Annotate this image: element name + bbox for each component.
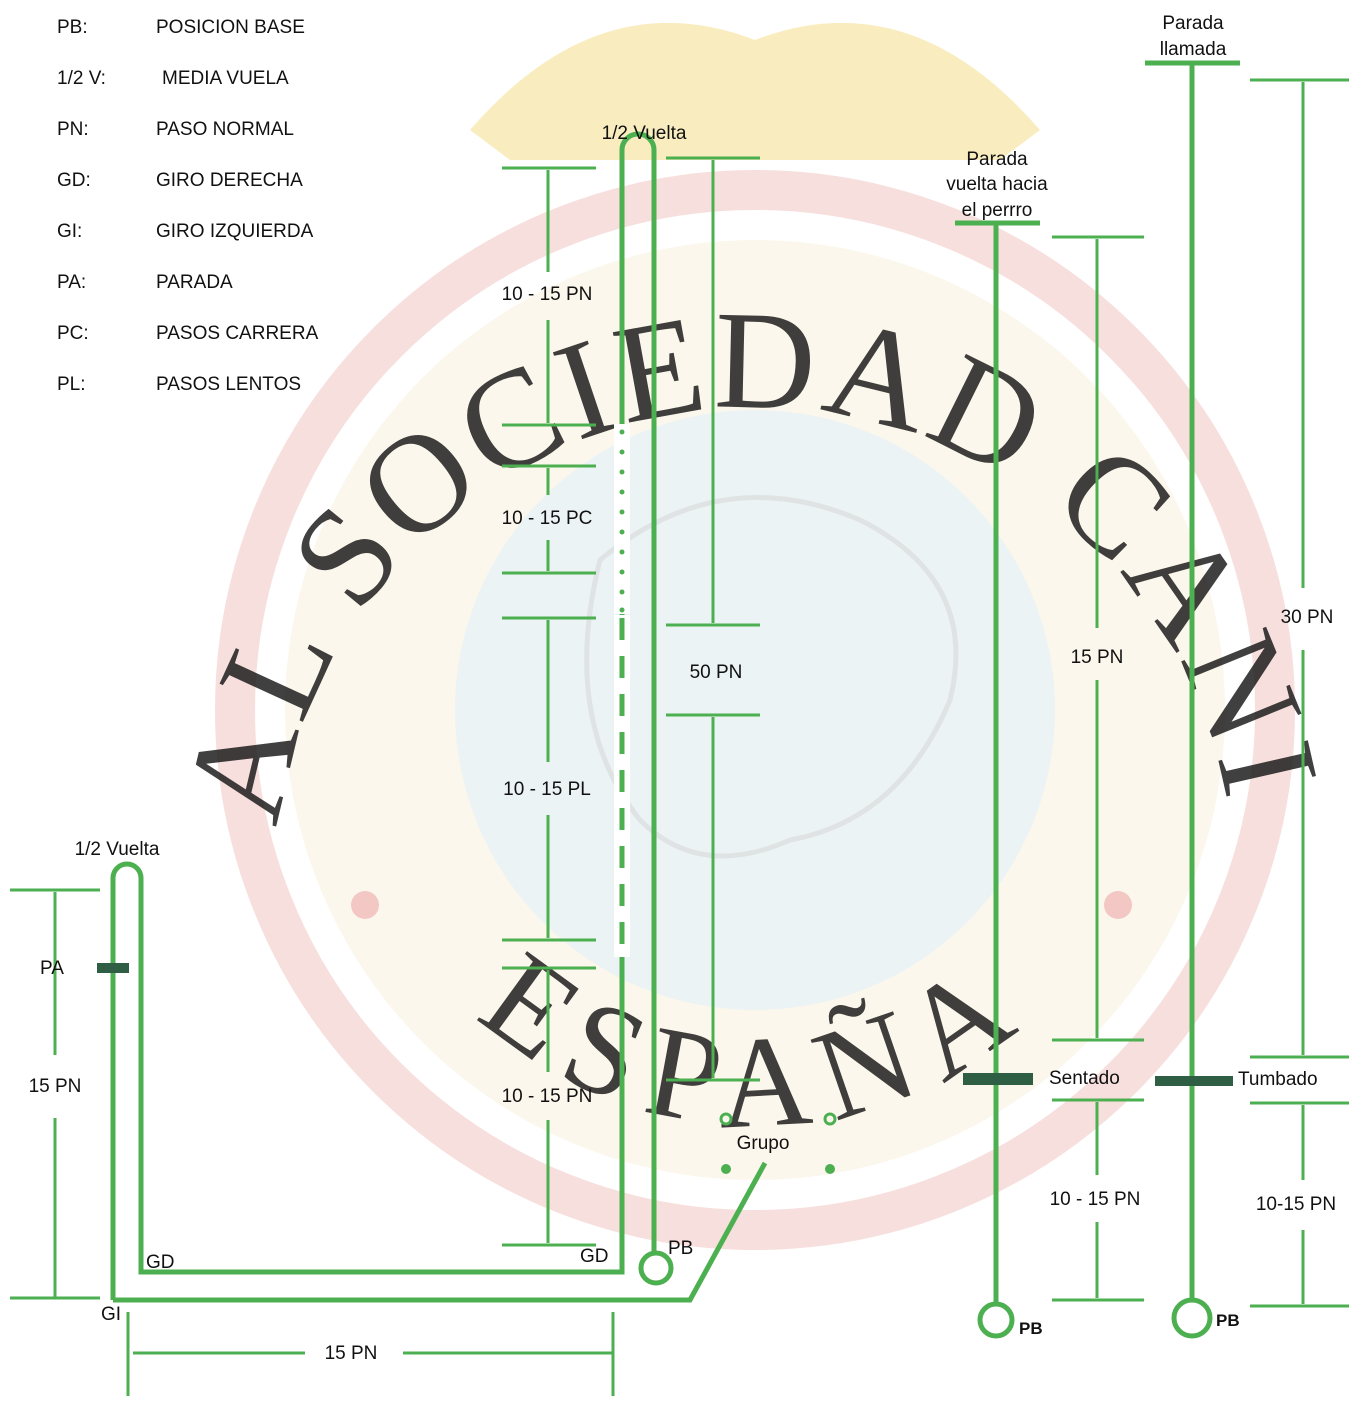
stop-turn-label-line3: el perrro [962,200,1033,221]
left-path-line [110,150,625,1300]
legend-code: PL: [57,374,86,395]
seg-pl-label: 10 - 15 PL [503,779,591,800]
stop-turn-label-line1: Parada [966,149,1028,170]
outer-path-line [113,1161,768,1303]
pace-patterns [614,424,630,957]
sit-exercise [955,220,1144,1339]
legend-code: GD: [57,170,91,191]
legend-meaning: PASOS CARRERA [156,323,319,344]
seg-pn-bottom-label: 10 - 15 PN [502,1086,593,1107]
group-dot-icon [823,1112,837,1126]
seg-pn-top-label: 10 - 15 PN [502,284,593,305]
pc-section-mask [614,424,630,614]
pb-center-label: PB [668,1238,693,1259]
pb-down-label: PB [1216,1311,1240,1330]
pb-center-circle-icon [638,1250,674,1286]
group-dot-icon [721,1164,731,1174]
legend: PB: POSICION BASE 1/2 V: MEDIA VUELA PN: PASO… [57,17,319,395]
group-dot-icon [719,1112,733,1126]
pb-down-circle-icon [1171,1297,1213,1339]
sit-marker [963,1073,1033,1085]
half-turn-left-label: 1/2 Vuelta [75,839,160,860]
pc-dots [619,429,625,613]
legend-meaning: PASOS LENTOS [156,374,301,395]
stop-marker [97,963,129,973]
legend-meaning: GIRO DERECHA [156,170,303,191]
down-marker [1155,1076,1233,1086]
legend-meaning: PARADA [156,272,233,293]
legend-meaning: POSICION BASE [156,17,305,38]
ten15-down-label: 10-15 PN [1256,1194,1336,1215]
legend-code: PC: [57,323,89,344]
watermark-ring [215,170,1295,1250]
center-return-line [619,131,657,1253]
stop-call-label-line2: llamada [1160,39,1227,60]
fifty-pn-label: 50 PN [690,662,743,683]
legend-code: PB: [57,17,88,38]
legend-code: PN: [57,119,89,140]
watermark-crown-icon [470,22,1040,160]
gi-label: GI [101,1304,121,1325]
left-15pn-label: 15 PN [29,1076,82,1097]
watermark-dot-left-icon [351,891,379,919]
group-label: Grupo [737,1133,790,1154]
pb-sit-circle-icon [977,1301,1015,1339]
fifteen-pn-right-label: 15 PN [1071,647,1124,668]
group-dot-icon [825,1164,835,1174]
thirty-pn-label: 30 PN [1281,607,1334,628]
pb-sit-label: PB [1019,1319,1043,1338]
stop-label: PA [40,958,64,979]
watermark-blue-disc [455,410,1055,1010]
tumbado-label: Tumbado [1238,1069,1318,1090]
gd-right-label: GD [580,1246,609,1267]
fifty-pn-dimension [666,156,760,1082]
group-formation [719,1112,837,1174]
gd-left-label: GD [146,1252,175,1273]
legend-meaning: GIRO IZQUIERDA [156,221,314,242]
sentado-label: Sentado [1049,1068,1120,1089]
legend-meaning: MEDIA VUELA [162,68,289,89]
watermark-dot-right-icon [1104,891,1132,919]
half-turn-center-label: 1/2 Vuelta [602,123,687,144]
ten15-sit-label: 10 - 15 PN [1050,1189,1141,1210]
legend-code: 1/2 V: [57,68,106,89]
segment-dimensions [502,166,596,1247]
left-course [110,131,768,1303]
diagram-labels: 1/2 Vuelta 1/2 Vuelta PA 15 PN 15 PN GD … [29,13,1337,1364]
stop-turn-label-line2: vuelta hacia [946,174,1048,195]
seg-pc-label: 10 - 15 PC [502,508,593,529]
left-dimensions [10,888,615,1396]
legend-code: GI: [57,221,82,242]
legend-meaning: PASO NORMAL [156,119,294,140]
stop-call-label-line1: Parada [1162,13,1224,34]
legend-code: PA: [57,272,86,293]
bottom-15pn-label: 15 PN [325,1343,378,1364]
down-exercise [1145,60,1349,1339]
